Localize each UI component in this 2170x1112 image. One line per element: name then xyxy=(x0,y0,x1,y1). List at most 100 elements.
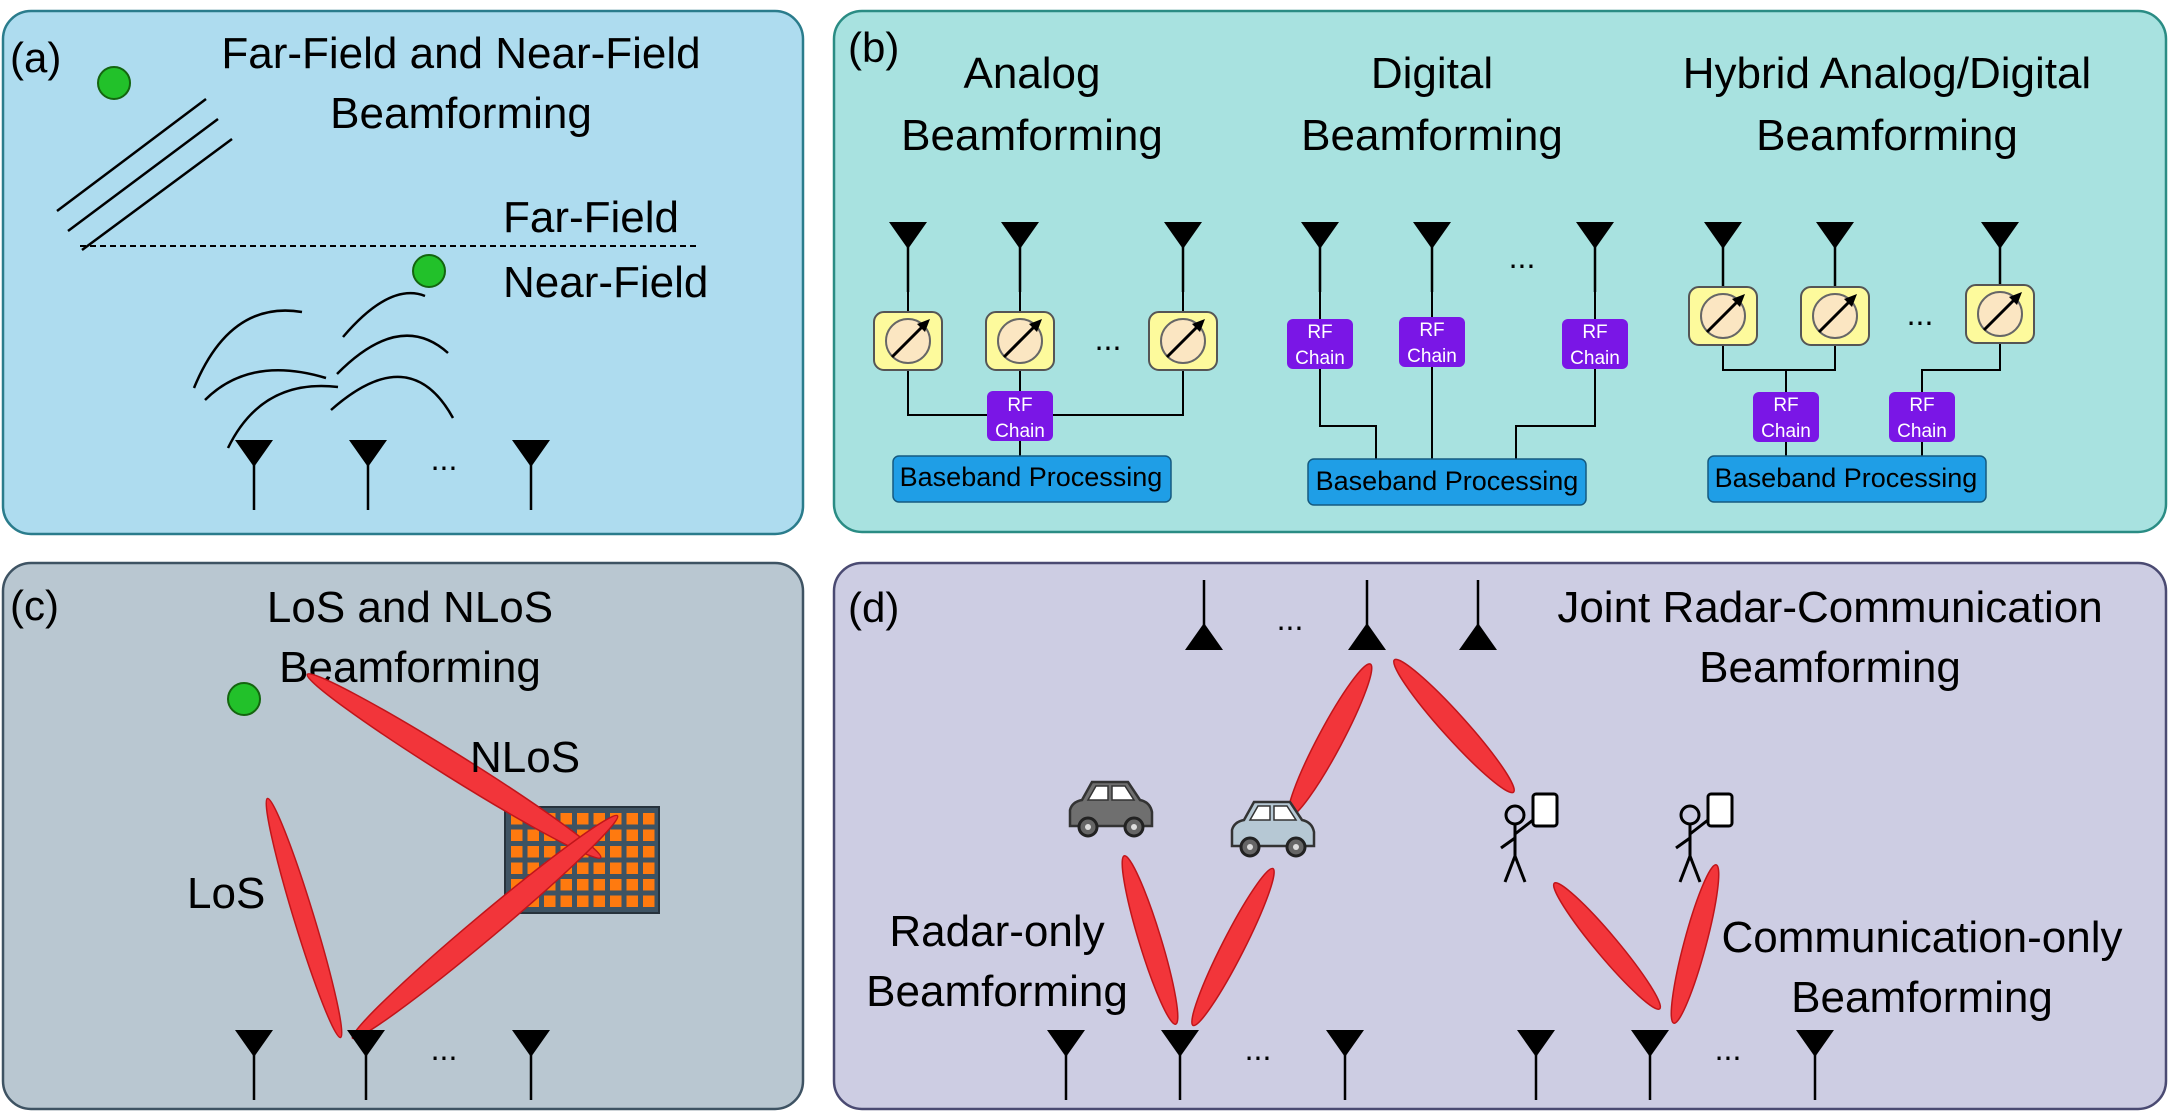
hybrid-title-line2: Beamforming xyxy=(1756,111,2018,160)
ris-element xyxy=(626,829,638,841)
panel-c-background xyxy=(1,561,805,1111)
phase-shifter-icon xyxy=(984,310,1056,372)
ris-element xyxy=(610,895,622,907)
panel-b-tag: (b) xyxy=(848,24,899,71)
near-field-label: Near-Field xyxy=(503,258,708,307)
panel-a-title-line2: Beamforming xyxy=(330,89,592,138)
ris-element xyxy=(643,862,655,874)
analog-ellipsis: ... xyxy=(1095,321,1122,357)
ris-element xyxy=(544,846,556,858)
digital-title-line1: Digital xyxy=(1371,49,1493,98)
panel-c-title-line1: LoS and NLoS xyxy=(267,583,553,632)
ris-element xyxy=(643,813,655,825)
rf-chain-label-line2: Chain xyxy=(995,421,1045,442)
ris-element xyxy=(610,846,622,858)
user-dot xyxy=(227,682,261,716)
analog-baseband: Baseband Processing xyxy=(892,455,1172,503)
panel-d-title-line2: Beamforming xyxy=(1699,643,1961,692)
panel-d: (d) Joint Radar-Communication Beamformin… xyxy=(832,561,2168,1111)
los-label: LoS xyxy=(187,869,265,918)
panel-d-background xyxy=(832,561,2168,1111)
digital-rf-chain-3: RF Chain xyxy=(1562,319,1628,369)
baseband-label: Baseband Processing xyxy=(1715,463,1978,493)
radar-beams xyxy=(1121,855,1275,1027)
ris-element xyxy=(626,813,638,825)
top-ellipsis: ... xyxy=(1277,601,1304,637)
ris-element xyxy=(593,846,605,858)
digital-baseband: Baseband Processing xyxy=(1307,458,1587,506)
digital-rf-chain-1: RF Chain xyxy=(1287,319,1353,369)
rf-chain-label-line2: Chain xyxy=(1570,348,1620,369)
radar-only-line1: Radar-only xyxy=(889,907,1104,956)
rf-chain-label-line2: Chain xyxy=(1897,421,1947,442)
ris-element xyxy=(560,895,572,907)
ris-element xyxy=(626,862,638,874)
ris-element xyxy=(511,813,523,825)
ris-element xyxy=(577,879,589,891)
digital-rf-chain-2: RF Chain xyxy=(1399,317,1465,367)
ris-element xyxy=(626,879,638,891)
ris-element xyxy=(527,862,539,874)
digital-ellipsis: ... xyxy=(1509,239,1536,275)
hybrid-title-line1: Hybrid Analog/Digital xyxy=(1683,49,2091,98)
panel-b: (b) Analog Beamforming Digital Beamformi… xyxy=(832,9,2168,534)
ris-element xyxy=(560,813,572,825)
rf-chain-label-line2: Chain xyxy=(1761,421,1811,442)
bottom-right-ellipsis: ... xyxy=(1715,1031,1742,1067)
phase-shifter-icon xyxy=(1964,283,2036,345)
ris-element xyxy=(511,829,523,841)
phase-shifter-icon xyxy=(1799,285,1871,347)
bottom-left-ellipsis: ... xyxy=(1245,1031,1272,1067)
ris-element xyxy=(626,895,638,907)
ris-element xyxy=(511,846,523,858)
ris-element xyxy=(643,879,655,891)
ris-element xyxy=(610,862,622,874)
analog-rf-chain: RF Chain xyxy=(987,391,1053,442)
panel-b-background xyxy=(832,9,2168,534)
ris-element xyxy=(527,846,539,858)
analog-title-line2: Beamforming xyxy=(901,111,1163,160)
ris-element xyxy=(544,895,556,907)
panel-c-tag: (c) xyxy=(10,582,59,629)
ris-element xyxy=(527,829,539,841)
rf-chain-label-line2: Chain xyxy=(1407,346,1457,367)
panel-a-title-line1: Far-Field and Near-Field xyxy=(221,29,700,78)
ris-element xyxy=(643,846,655,858)
rf-chain-label-line1: RF xyxy=(1909,395,1934,416)
ris-element xyxy=(610,879,622,891)
phase-shifter-icon xyxy=(1147,310,1219,372)
hybrid-ellipsis: ... xyxy=(1907,296,1934,332)
communication-only-line2: Beamforming xyxy=(1791,973,2053,1022)
phase-shifter-icon xyxy=(872,310,944,372)
ris-element xyxy=(560,879,572,891)
radar-only-line2: Beamforming xyxy=(866,967,1128,1016)
analog-title-line1: Analog xyxy=(963,49,1100,98)
panel-c: (c) LoS and NLoS Beamforming NLoS LoS ..… xyxy=(1,561,805,1111)
panel-a-tag: (a) xyxy=(10,34,61,81)
nlos-label: NLoS xyxy=(470,733,580,782)
ris-element xyxy=(626,846,638,858)
digital-title-line2: Beamforming xyxy=(1301,111,1563,160)
baseband-label: Baseband Processing xyxy=(1316,466,1579,496)
ris-element xyxy=(610,829,622,841)
rf-chain-label-line2: Chain xyxy=(1295,348,1345,369)
hybrid-rf-chain-2: RF Chain xyxy=(1889,392,1955,442)
ris-element xyxy=(593,813,605,825)
far-field-plane-waves xyxy=(56,98,233,252)
rf-chain-label-line1: RF xyxy=(1773,395,1798,416)
ris-element xyxy=(643,829,655,841)
rf-chain-label-line1: RF xyxy=(1307,322,1332,343)
ris-element xyxy=(577,895,589,907)
panel-a: (a) Far-Field and Near-Field Beamforming… xyxy=(1,9,805,536)
panel-d-title-line1: Joint Radar-Communication xyxy=(1557,583,2102,632)
panel-a-ellipsis: ... xyxy=(431,441,458,477)
communication-only-line1: Communication-only xyxy=(1721,913,2122,962)
panel-d-tag: (d) xyxy=(848,584,899,631)
rf-chain-label-line1: RF xyxy=(1582,322,1607,343)
ris-element xyxy=(593,879,605,891)
ris-element xyxy=(643,895,655,907)
ris-element xyxy=(593,862,605,874)
far-field-label: Far-Field xyxy=(503,193,679,242)
far-user-dot xyxy=(97,66,131,100)
baseband-label: Baseband Processing xyxy=(900,462,1163,492)
